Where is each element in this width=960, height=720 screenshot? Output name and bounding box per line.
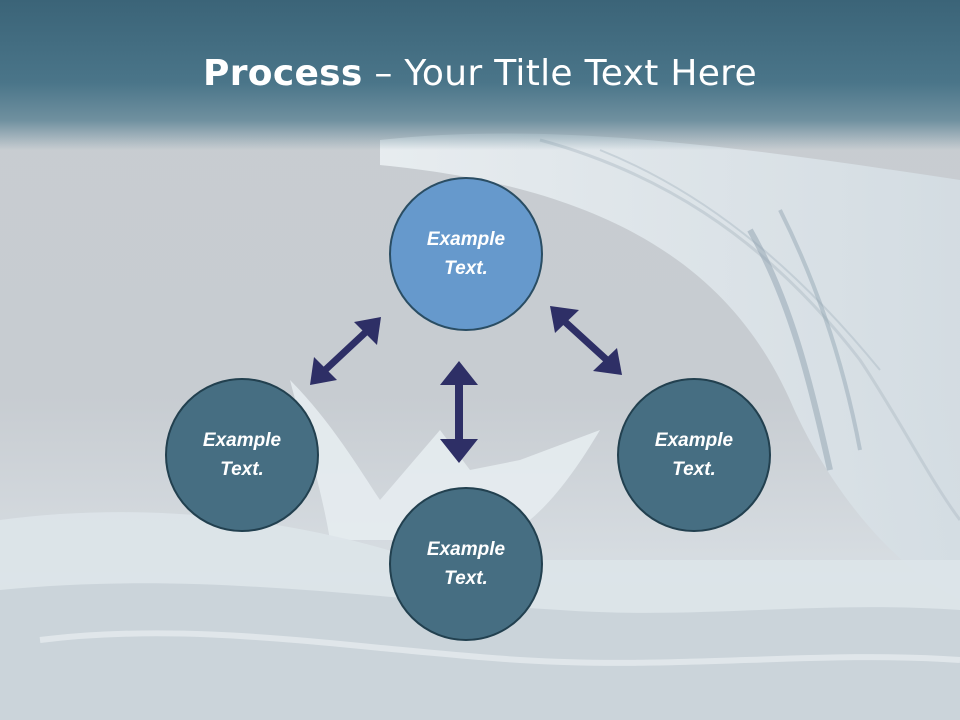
arrow-top-right (550, 306, 622, 375)
title-rest-part: – Your Title Text Here (362, 53, 757, 94)
process-node-top[interactable]: Example Text. (389, 177, 543, 331)
arrow-vertical (440, 361, 478, 463)
process-node-left[interactable]: Example Text. (165, 378, 319, 532)
node-top-text: Example Text. (426, 229, 506, 279)
node-bottom-text: Example Text. (426, 539, 506, 589)
process-node-bottom[interactable]: Example Text. (389, 487, 543, 641)
title-bold-part: Process (203, 53, 363, 94)
node-right-text: Example Text. (654, 430, 734, 480)
slide-title: Process – Your Title Text Here (0, 50, 960, 98)
process-node-right[interactable]: Example Text. (617, 378, 771, 532)
arrow-top-left (310, 317, 381, 385)
title-bar (0, 0, 960, 150)
node-left-text: Example Text. (202, 430, 282, 480)
